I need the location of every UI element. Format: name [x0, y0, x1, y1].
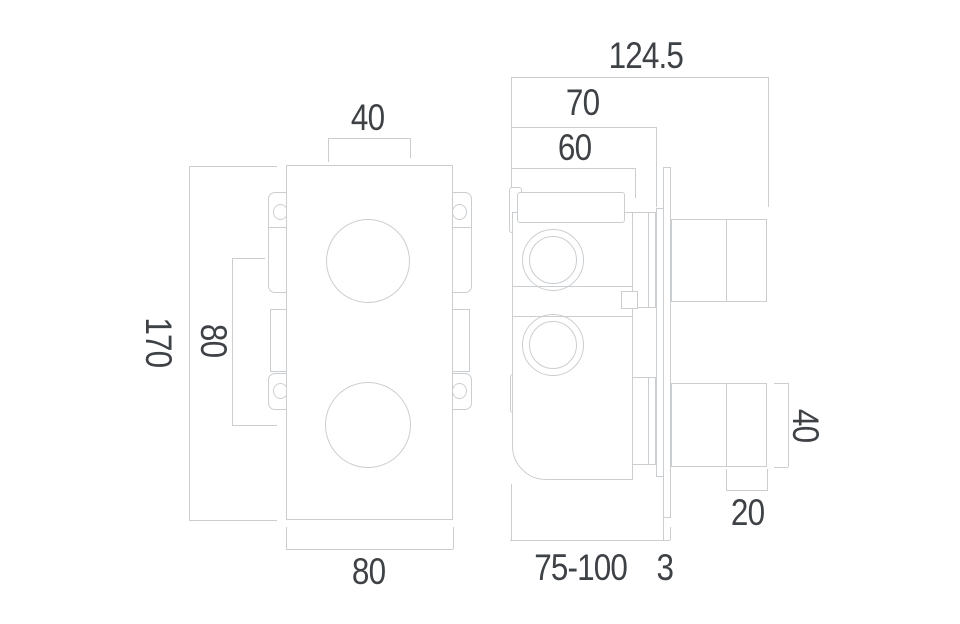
extension-line	[453, 527, 454, 549]
extension-line	[663, 518, 664, 540]
body-parting-line	[513, 286, 632, 287]
extension-line	[768, 77, 769, 207]
dim-side-handle-height: 40	[785, 409, 827, 443]
dim-line	[511, 77, 768, 78]
wall-plate-side	[663, 167, 671, 518]
port-circle-top-outer	[522, 229, 584, 291]
dim-front-top-width: 40	[351, 96, 385, 138]
port-circle-top-inner	[529, 236, 577, 284]
dim-line	[510, 540, 670, 541]
extension-line	[232, 425, 277, 426]
port-circle-bottom-outer	[522, 314, 584, 376]
dim-line	[511, 168, 635, 169]
dim-side-depth-70: 70	[566, 81, 600, 123]
extension-line	[774, 383, 788, 384]
extension-line	[189, 520, 277, 521]
dim-side-install-depth: 75-100	[534, 546, 629, 588]
extension-line	[670, 527, 671, 540]
port-circle-bottom-inner	[529, 321, 577, 369]
dim-line	[511, 127, 656, 128]
dim-line	[726, 490, 768, 491]
handle-cap-line	[726, 220, 727, 301]
top-port-housing	[517, 192, 625, 223]
extension-line	[774, 467, 788, 468]
extension-line	[189, 166, 277, 167]
dim-side-depth-60: 60	[558, 126, 592, 168]
cartridge-neck-bottom	[630, 377, 656, 465]
top-knob-circle	[326, 219, 410, 303]
extension-line	[511, 77, 512, 188]
body-parting-line	[513, 316, 632, 317]
extension-line	[726, 469, 727, 490]
extension-line	[656, 127, 657, 207]
dim-line	[232, 258, 233, 425]
neck-step-line	[648, 213, 649, 307]
extension-line	[511, 484, 512, 540]
dim-front-bottom-width: 80	[352, 550, 386, 592]
dim-side-cap-depth: 20	[731, 491, 765, 533]
dim-line	[788, 383, 789, 467]
dim-line	[189, 166, 190, 520]
extension-line	[635, 168, 636, 198]
extension-line	[328, 138, 329, 162]
bottom-knob-circle	[325, 382, 411, 468]
side-notch	[621, 291, 638, 309]
extension-line	[232, 258, 265, 259]
handle-top	[671, 219, 767, 302]
dim-line	[328, 138, 411, 139]
neck-step-line	[648, 378, 649, 464]
handle-bottom	[671, 383, 767, 467]
dim-line	[286, 549, 453, 550]
extension-line	[767, 469, 768, 490]
dim-side-plate-thickness: 3	[656, 546, 674, 588]
dim-side-total-depth: 124.5	[608, 34, 684, 76]
extension-line	[410, 138, 411, 158]
extension-line	[286, 527, 287, 549]
handle-cap-line	[726, 384, 727, 466]
